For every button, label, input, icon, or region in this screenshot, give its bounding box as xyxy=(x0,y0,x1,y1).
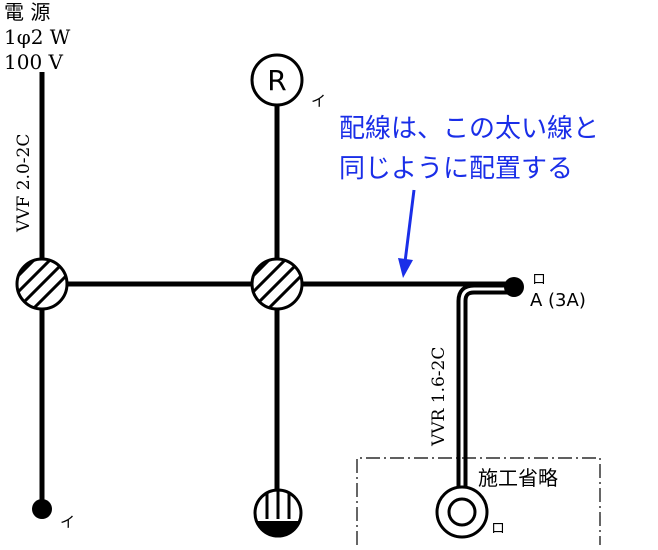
bottom-right-label: ロ xyxy=(491,521,505,537)
main-cable-label: VVF 2.0-2C xyxy=(14,134,34,233)
power-source-title: 電 源 xyxy=(4,0,50,24)
outlet-symbol xyxy=(253,488,303,538)
power-source-voltage: 100 V xyxy=(4,50,64,74)
pendant-left-dot xyxy=(32,499,52,519)
receptacle-r: R xyxy=(250,53,304,107)
omitted-box-outline xyxy=(356,457,601,545)
junction-box-center xyxy=(250,257,304,311)
annotation-line-2: 同じように配置する xyxy=(339,154,573,184)
receptacle-switch-label: イ xyxy=(311,92,326,110)
receptacle-letter: R xyxy=(267,64,286,97)
power-source-phase: 1φ2 W xyxy=(4,25,71,49)
annotation-arrow xyxy=(398,189,416,278)
branch-cable-label: VVR 1.6-2C xyxy=(429,347,449,447)
vvr-bent-wire-inner xyxy=(460,287,514,488)
breaker-top-label: ロ xyxy=(532,272,546,288)
breaker-dot xyxy=(504,277,524,297)
annotation-line-1: 配線は、この太い線と xyxy=(339,114,599,144)
omitted-box-label: 施工省略 xyxy=(478,466,558,490)
lamp-symbol-bottom-right xyxy=(435,485,489,539)
breaker-label: A (3A) xyxy=(530,290,586,311)
junction-box-left xyxy=(15,257,69,311)
pendant-left-label: イ xyxy=(60,513,75,531)
